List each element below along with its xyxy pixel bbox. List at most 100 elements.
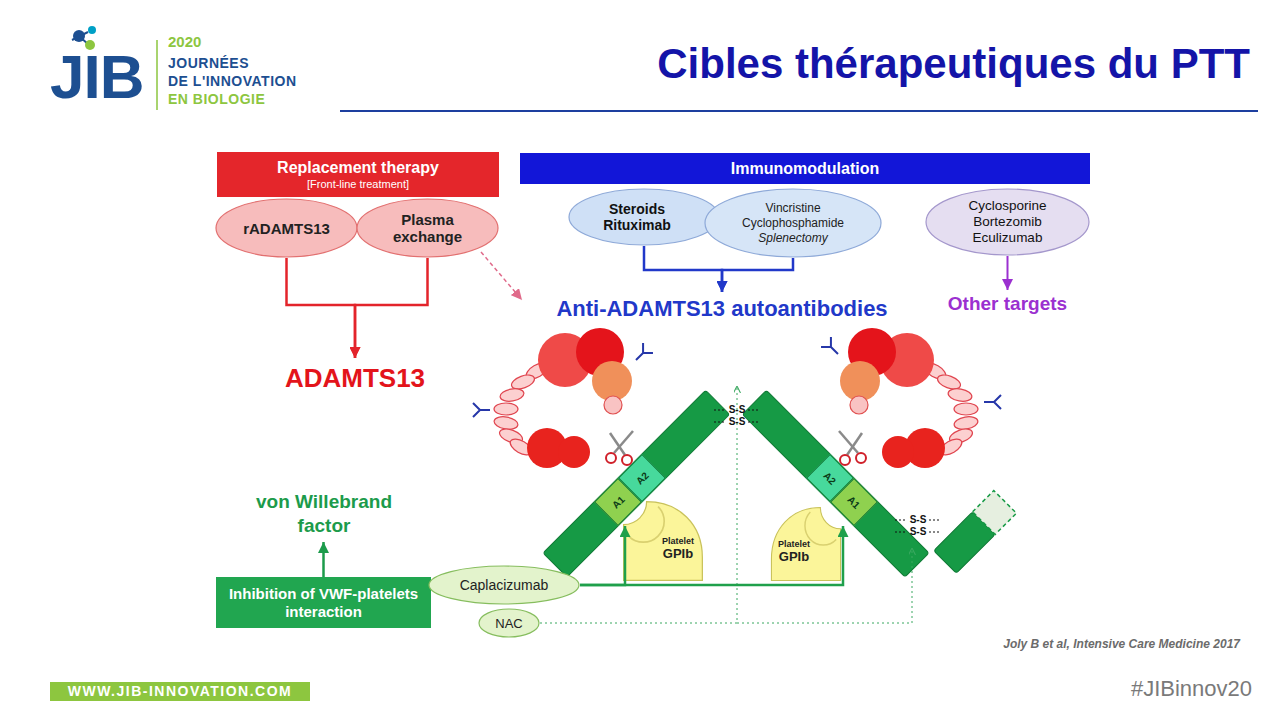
vwf-monomer — [934, 491, 1017, 574]
node-text: A2 — [822, 470, 839, 487]
connector-arrow — [355, 258, 428, 358]
disulfide-bond — [895, 532, 907, 533]
header-band: Immunomodulation — [520, 153, 1090, 184]
drug-ellipse: Caplacizumab — [428, 565, 580, 605]
logo-text: JOURNÉES — [168, 55, 249, 71]
treatment-ellipse: Steroids Rituximab — [568, 188, 720, 246]
node-text: Anti-ADAMTS13 autoantibodies — [556, 296, 887, 322]
node-content: von Willebrand factor — [238, 486, 410, 542]
node-text: Plasma exchange — [383, 211, 473, 245]
node-text: GPIb — [779, 549, 809, 564]
target-label: Anti-ADAMTS13 autoantibodies — [522, 292, 922, 326]
treatment-ellipse: Cyclosporine Bortezomib Eculizumab — [925, 188, 1090, 256]
antibody-symbol — [821, 337, 843, 359]
disulfide-bond — [895, 520, 907, 521]
node-text: A1 — [846, 494, 863, 511]
node-content: Steroids Rituximab — [568, 188, 720, 246]
drug-ellipse: NAC — [478, 608, 540, 638]
node-text: ADAMTS13 — [285, 363, 425, 394]
treatment-ellipse: Vincristine CyclophosphamideSplenectomy — [704, 188, 882, 258]
platelet-shape — [771, 508, 840, 581]
node-text: Cyclosporine Bortezomib Eculizumab — [960, 198, 1055, 246]
node-content: Other targets — [932, 290, 1083, 318]
logo-year: 2020 — [168, 33, 201, 50]
antibody-symbol — [631, 343, 653, 365]
vwf-continuation — [973, 491, 1017, 535]
node-content: Immunomodulation — [520, 153, 1090, 184]
node-text: Replacement therapy — [277, 159, 439, 177]
node-content: PlateletGPIb — [770, 506, 842, 582]
antibody-symbol — [984, 395, 1001, 409]
ellipse-shape — [216, 199, 357, 257]
node-text: Inhibition of VWF-platelets interaction — [224, 585, 423, 621]
node-content: Caplacizumab — [428, 565, 580, 605]
connector-arrow — [580, 526, 625, 585]
node-text: NAC — [495, 616, 522, 631]
node-text: Splenectomy — [758, 231, 827, 246]
disulfide-bond — [714, 422, 726, 423]
target-label: von Willebrand factor — [238, 486, 410, 542]
node-text: Steroids Rituximab — [597, 201, 677, 233]
platelet-gpib: PlateletGPIb — [770, 506, 842, 582]
node-text: Other targets — [948, 293, 1067, 315]
node-content: Inhibition of VWF-platelets interaction — [216, 577, 431, 628]
node-text: Platelet — [778, 539, 810, 549]
node-content: Vincristine CyclophosphamideSplenectomy — [704, 188, 882, 258]
connector-arrow — [580, 526, 843, 585]
connector-arrow — [1007, 256, 1009, 290]
platelet-shape — [624, 502, 703, 581]
node-content: Cyclosporine Bortezomib Eculizumab — [925, 188, 1090, 256]
node-text: A2 — [634, 470, 651, 487]
node-text: GPIb — [663, 546, 693, 561]
ellipse-shape — [705, 189, 881, 257]
header-band: Replacement therapy[Front-line treatment… — [217, 152, 499, 197]
logo-separator — [156, 40, 158, 110]
node-content: PlateletGPIb — [622, 500, 704, 582]
ellipse-shape — [429, 566, 579, 604]
citation: Joly B et al, Intensive Care Medicine 20… — [900, 637, 1240, 651]
disulfide-bond — [929, 520, 941, 521]
treatment-box: Inhibition of VWF-platelets interaction — [216, 577, 431, 628]
treatment-ellipse: Plasma exchange — [356, 198, 499, 258]
node-text: Platelet — [662, 536, 694, 546]
disulfide-label: S-S — [907, 514, 929, 526]
disulfide-label: S-S — [907, 526, 929, 538]
disulfide-bond — [714, 410, 726, 411]
adamts13-molecule — [493, 328, 633, 468]
node-text: von Willebrand factor — [238, 490, 410, 538]
target-label: Other targets — [932, 290, 1083, 318]
logo-dot — [88, 26, 96, 34]
ellipse-shape — [926, 189, 1089, 255]
node-content: Plasma exchange — [356, 198, 499, 258]
logo-text: DE L'INNOVATION — [168, 73, 297, 89]
footer-hashtag: #JIBinnov20 — [1100, 676, 1252, 702]
logo-mark: JIB — [50, 42, 143, 112]
connector-arrow — [481, 252, 522, 300]
footer-url: WWW.JIB-INNOVATION.COM — [50, 682, 310, 701]
disulfide-bond — [748, 422, 760, 423]
ellipse-shape — [479, 609, 539, 637]
disulfide-label: S-S — [726, 404, 748, 416]
antibody-group — [473, 337, 1001, 417]
antibody-symbol — [473, 403, 490, 417]
treatment-ellipse: rADAMTS13 — [215, 198, 358, 258]
ellipse-shape — [357, 199, 498, 257]
platelet-gpib: PlateletGPIb — [622, 500, 704, 582]
node-content: Replacement therapy[Front-line treatment… — [217, 152, 499, 197]
disulfide-bond — [748, 410, 760, 411]
adamts13-molecule — [839, 328, 979, 468]
node-content: ADAMTS13 — [265, 358, 445, 398]
node-text: [Front-line treatment] — [307, 177, 409, 191]
node-text: Caplacizumab — [460, 577, 549, 593]
slide-title: Cibles thérapeutiques du PTT — [540, 40, 1250, 88]
node-content: NAC — [478, 608, 540, 638]
target-label: ADAMTS13 — [265, 358, 445, 398]
title-rule — [340, 110, 1258, 112]
node-text: Vincristine Cyclophosphamide — [731, 201, 856, 231]
connector-arrow — [644, 246, 722, 292]
connector-arrow — [322, 542, 325, 577]
logo-dot — [73, 30, 85, 42]
